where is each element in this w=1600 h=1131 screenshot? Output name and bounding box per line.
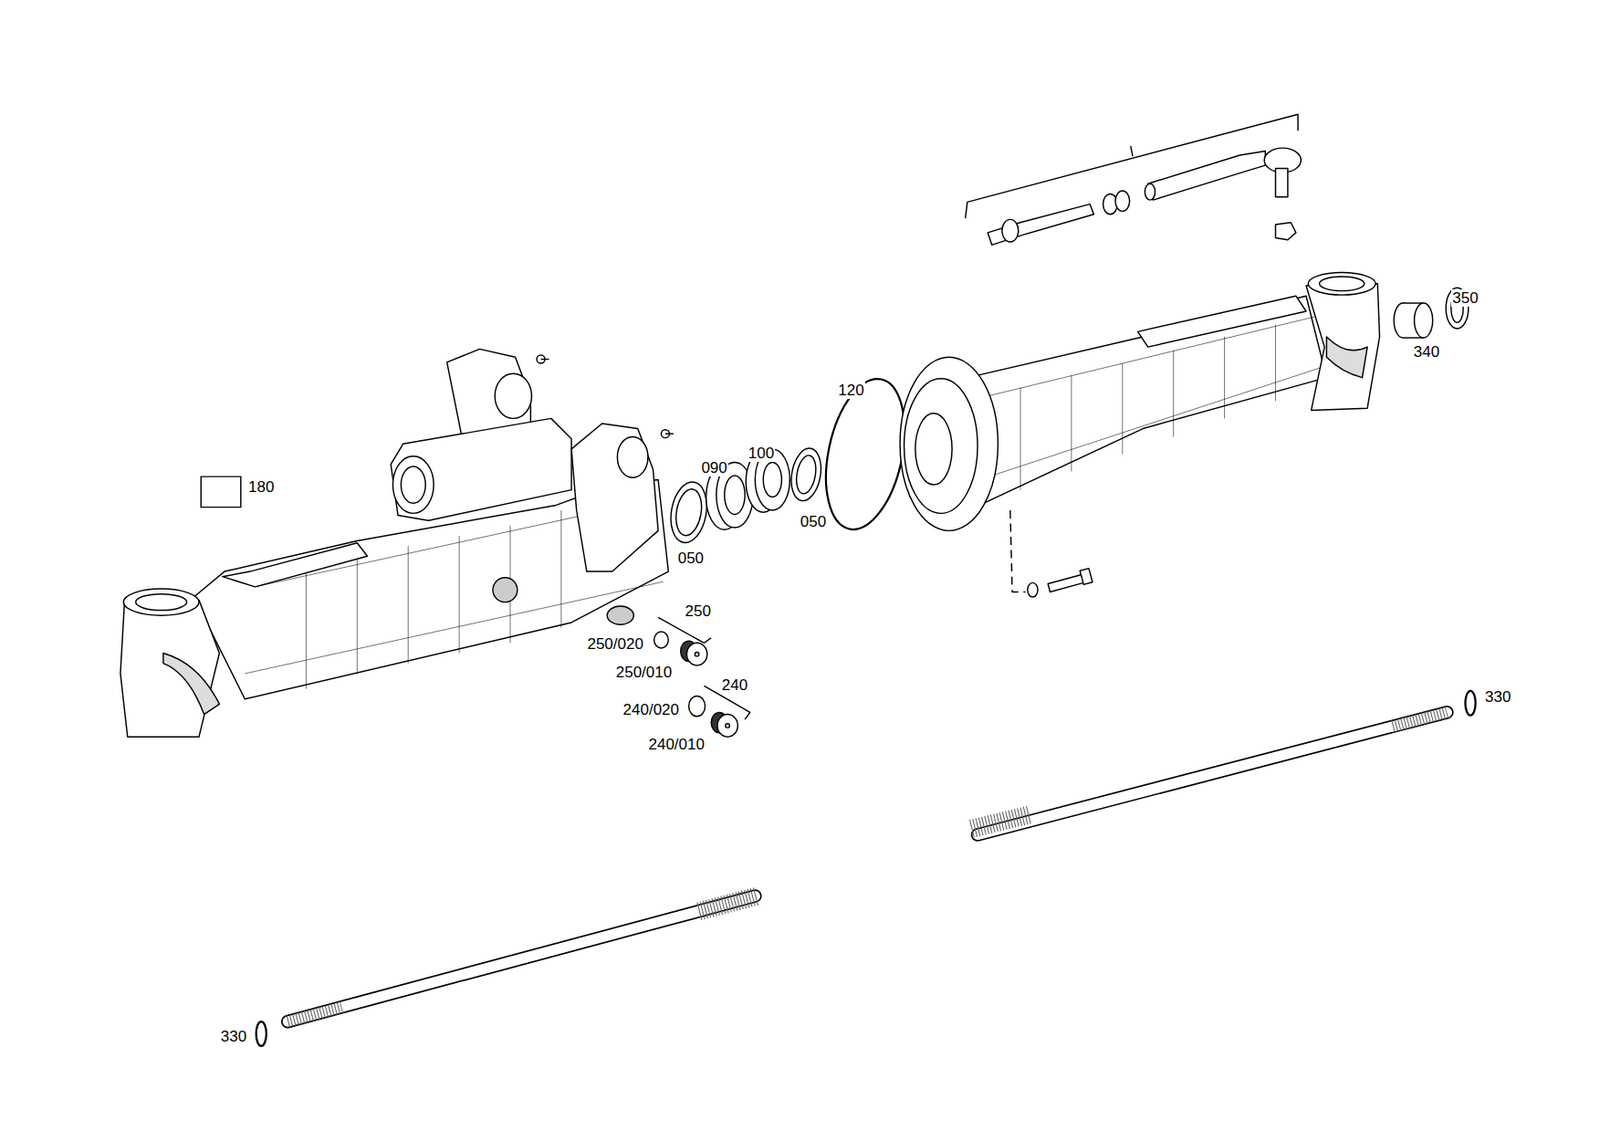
seal-ring: [654, 631, 670, 649]
axle-shaft: [287, 896, 757, 1023]
bolt: [1047, 574, 1084, 592]
nut: [1275, 222, 1297, 241]
bushing: [1393, 303, 1433, 338]
callout-number: 240/010: [648, 735, 706, 753]
callout-number: 330: [219, 1027, 248, 1046]
callout-number: 240: [721, 676, 749, 694]
flange: [899, 356, 998, 531]
washer: [1027, 582, 1038, 597]
plate: [200, 476, 241, 508]
circlip: [256, 1021, 267, 1046]
group-bracket: [965, 114, 1298, 219]
plug: [680, 640, 708, 666]
callout-number: 120: [836, 381, 865, 399]
circlip: [1464, 690, 1475, 716]
right-yoke: [1306, 283, 1380, 411]
plug: [711, 711, 738, 737]
callout-number: 340: [1412, 343, 1441, 361]
callout-number: 090: [700, 459, 728, 477]
callout-number: 180: [247, 478, 275, 496]
seal-ring: [689, 695, 706, 716]
callout-number: 330: [1484, 688, 1512, 706]
tie-rod-tube: [1148, 150, 1266, 200]
callout-number: 050: [799, 512, 827, 531]
clamp: [1103, 190, 1130, 215]
callout-number: 240/020: [622, 700, 680, 719]
callout-number: 250/010: [615, 663, 673, 681]
callout-number: 250/020: [585, 635, 644, 653]
callout-number: 050: [677, 549, 705, 567]
screw: [536, 355, 549, 364]
inner-tie-rod: [987, 204, 1094, 246]
screw: [660, 429, 673, 439]
callout-number: 250: [684, 602, 712, 620]
callout-number: 100: [747, 444, 775, 462]
left-yoke: [120, 599, 220, 737]
axle-shaft: [971, 711, 1447, 835]
callout-number: 350: [1451, 289, 1479, 307]
right-axle-housing: [959, 295, 1327, 505]
trunnion-arm: [571, 423, 659, 572]
